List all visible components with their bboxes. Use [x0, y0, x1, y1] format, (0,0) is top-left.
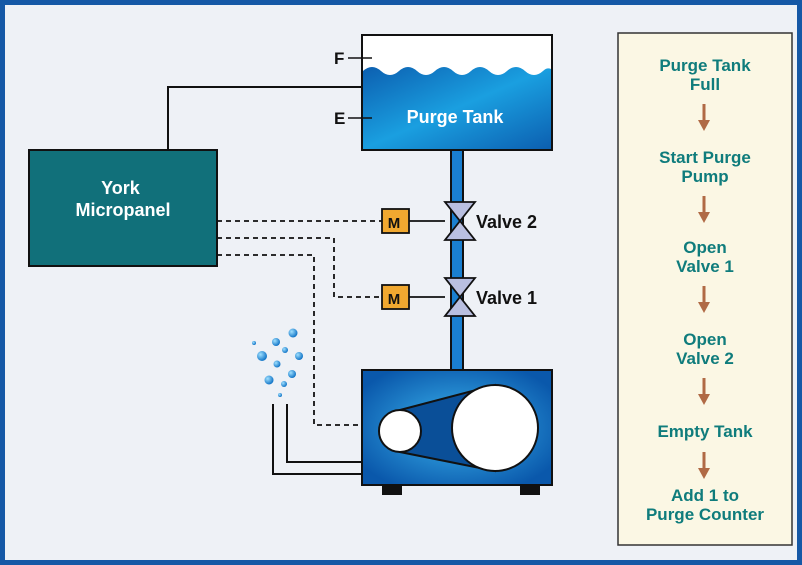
valve1-control-line: [217, 237, 382, 298]
valve2-upper: [443, 201, 477, 223]
micropanel-label: York Micropanel: [75, 178, 170, 220]
valve1-motor: [381, 284, 410, 310]
pump-large-pulley: [451, 384, 539, 472]
flow-step-open-valve2: Open Valve 2: [676, 330, 734, 368]
valve1-label: Valve 1: [476, 288, 537, 308]
flow-step-tank-full: Purge Tank Full: [659, 56, 751, 94]
tank-signal-line: [167, 86, 362, 150]
flow-step-empty-tank: Empty Tank: [657, 422, 753, 441]
valve2-motor: [381, 208, 410, 234]
tank-full-mark: F: [334, 49, 344, 68]
purge-tank-label: Purge Tank: [407, 107, 505, 127]
pump-small-pulley: [378, 409, 422, 453]
exhaust-bubbles: [252, 328, 303, 397]
york-micropanel: [28, 149, 218, 267]
pump-control-line: [217, 254, 362, 426]
valve1-upper: [443, 277, 477, 299]
exhaust-pipe-inner: [286, 404, 362, 463]
flow-arrow-3: [698, 286, 710, 313]
tank-empty-mark: E: [334, 109, 345, 128]
flow-arrow-4: [698, 378, 710, 405]
valve1-lower: [443, 295, 477, 317]
purge-pipe: [450, 149, 464, 371]
valve2-motor-label: M: [388, 215, 401, 232]
flow-arrow-1: [698, 104, 710, 131]
pump-foot-right: [520, 485, 540, 495]
tank-outline: [361, 34, 553, 151]
valve2-lower: [443, 219, 477, 241]
flow-arrow-5: [698, 452, 710, 479]
flow-arrow-2: [698, 196, 710, 223]
exhaust-pipe-outer: [272, 404, 362, 475]
flow-step-start-pump: Start Purge Pump: [659, 148, 751, 186]
tank-water: [363, 67, 551, 149]
valve1-motor-label: M: [388, 291, 401, 308]
pump-foot-left: [382, 485, 402, 495]
flow-step-add-counter: Add 1 to Purge Counter: [645, 486, 765, 524]
valve2-label: Valve 2: [476, 212, 537, 232]
flow-step-open-valve1: Open Valve 1: [676, 238, 734, 276]
